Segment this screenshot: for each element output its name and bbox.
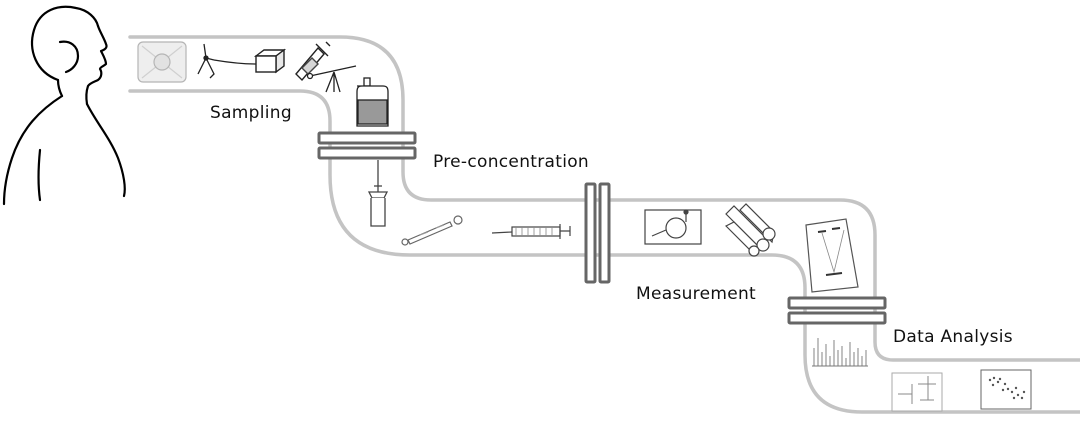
sampling-syringe-tube-icon [295, 41, 331, 82]
stage-label-sampling: Sampling [210, 103, 292, 123]
pipe-inner-rail [128, 89, 1080, 414]
stage-label-measurement: Measurement [636, 284, 757, 304]
preconcentration-needle-trap-icon [401, 215, 463, 246]
person-exhaling-illustration [2, 5, 126, 206]
pipe-outer-rail [128, 35, 1080, 362]
preconcentration-syringe-icon [491, 224, 571, 239]
sampling-canister-icon [356, 77, 389, 127]
data-analysis-scatter-plot-icon [980, 369, 1032, 410]
sampling-tube-icon [197, 43, 257, 79]
measurement-gc-column-icon [644, 209, 702, 245]
sampling-box-icon [253, 48, 287, 74]
measurement-tubes-icon [724, 203, 776, 257]
sampling-tripod-icon [306, 65, 357, 93]
data-analysis-boxplot-icon [891, 372, 943, 412]
stage-label-data-analysis: Data Analysis [893, 327, 1013, 347]
measurement-spectrometer-icon [805, 218, 859, 293]
stage-label-preconcentration: Pre-concentration [433, 152, 589, 172]
connector-preconcentration-measurement [584, 182, 611, 284]
data-analysis-spectrum-icon [812, 338, 868, 367]
preconcentration-fiber-holder-icon [367, 160, 389, 227]
pipe [128, 35, 1080, 414]
connector-sampling-preconcentration [317, 131, 417, 160]
connector-measurement-dataanalysis [787, 296, 887, 325]
sampling-bag-icon [137, 41, 187, 83]
